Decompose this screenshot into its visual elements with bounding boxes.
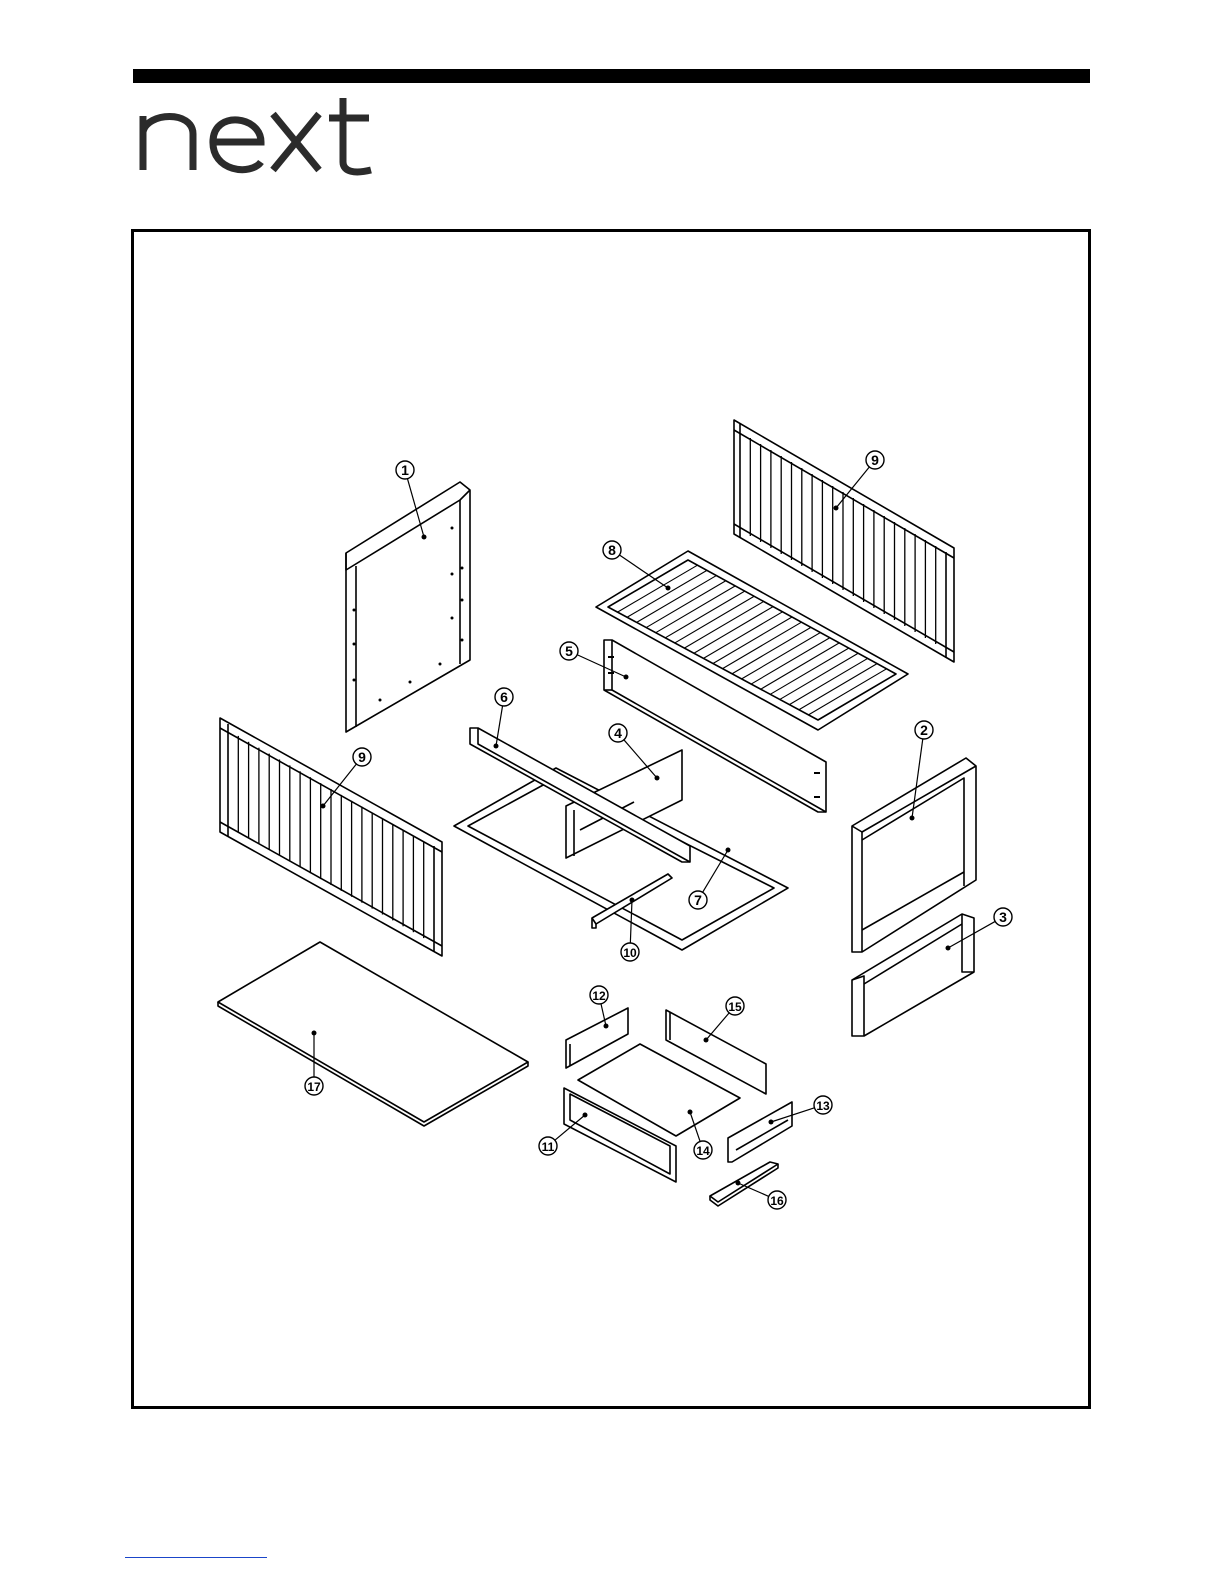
leader-dot xyxy=(321,804,326,809)
leader-dot xyxy=(910,816,915,821)
leader-dot xyxy=(726,848,731,853)
leader-line xyxy=(706,1013,729,1040)
leader-dot xyxy=(494,744,499,749)
callout-label: 9 xyxy=(871,452,879,468)
callout-label: 11 xyxy=(542,1140,555,1154)
leader-dot xyxy=(946,946,951,951)
leader-dot xyxy=(583,1113,588,1118)
leader-dot xyxy=(630,898,635,903)
callout-label: 6 xyxy=(500,689,508,705)
leader-dot xyxy=(624,675,629,680)
callout-label: 15 xyxy=(728,1000,742,1014)
callout-label: 7 xyxy=(694,892,702,908)
leader-dot xyxy=(688,1110,693,1115)
callout-label: 13 xyxy=(816,1099,830,1113)
leader-line xyxy=(703,850,728,892)
next-logo: next xyxy=(133,92,393,182)
callout-label: 17 xyxy=(307,1080,321,1094)
footer-link-underline xyxy=(125,1557,267,1558)
leader-dot xyxy=(666,586,671,591)
callout-label: 1 xyxy=(401,462,409,478)
callout-label: 4 xyxy=(614,725,622,741)
leader-dot xyxy=(604,1024,609,1029)
callout-part-7: 7 xyxy=(689,848,731,910)
part-1-headboard-panel xyxy=(346,482,470,732)
callout-label: 8 xyxy=(608,542,616,558)
leader-dot xyxy=(422,535,427,540)
callout-label: 10 xyxy=(623,946,637,960)
callout-part-15: 15 xyxy=(704,997,745,1043)
callout-label: 9 xyxy=(358,749,366,765)
leader-dot xyxy=(655,776,660,781)
part-17-large-board xyxy=(218,942,528,1126)
callout-label: 3 xyxy=(999,909,1007,925)
callout-part-16: 16 xyxy=(736,1181,787,1210)
leader-dot xyxy=(312,1031,317,1036)
part-13-drawer-side xyxy=(728,1102,792,1162)
leader-line xyxy=(630,900,632,943)
leader-dot xyxy=(736,1181,741,1186)
callout-label: 12 xyxy=(592,989,606,1003)
callout-label: 5 xyxy=(565,643,573,659)
callout-label: 14 xyxy=(696,1144,710,1158)
header-bar xyxy=(133,69,1090,83)
callout-part-4: 4 xyxy=(609,724,660,781)
leader-dot xyxy=(769,1120,774,1125)
callout-label: 2 xyxy=(920,722,928,738)
leader-dot xyxy=(704,1038,709,1043)
callout-label: 16 xyxy=(770,1194,784,1208)
leader-dot xyxy=(834,506,839,511)
